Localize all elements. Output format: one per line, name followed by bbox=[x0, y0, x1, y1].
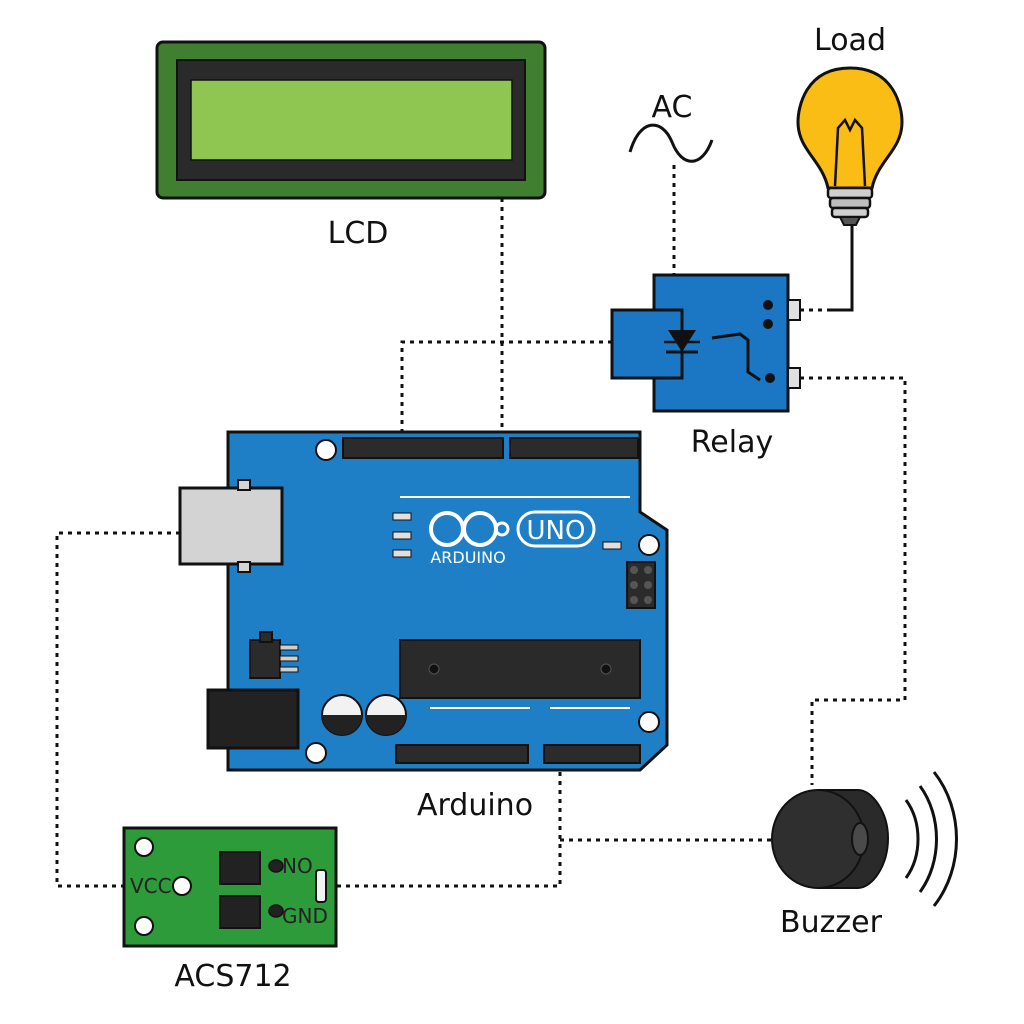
relay-pin-bottom bbox=[787, 367, 801, 389]
acs712-gnd-label: GND bbox=[282, 904, 328, 928]
acs712-label: ACS712 bbox=[174, 959, 291, 994]
uno-logo-text: UNO bbox=[527, 516, 586, 546]
arduino-label: Arduino bbox=[417, 788, 533, 823]
acs712-chip bbox=[219, 851, 261, 885]
relay-terminal-2 bbox=[763, 319, 773, 329]
digital-header-1 bbox=[342, 437, 504, 459]
arduino-board: UNO ARDUINO bbox=[178, 430, 669, 772]
analog-header bbox=[543, 744, 641, 764]
sound-waves-icon bbox=[904, 771, 958, 907]
relay-coil-block bbox=[610, 308, 684, 380]
buzzer-label: Buzzer bbox=[780, 905, 883, 940]
lcd-module bbox=[155, 40, 547, 200]
relay-label: Relay bbox=[691, 425, 773, 460]
acs712-chip bbox=[219, 895, 261, 929]
wire-relay-arduino bbox=[400, 340, 612, 440]
lcd-screen bbox=[190, 79, 513, 161]
vcc-pin bbox=[172, 876, 192, 896]
diode-icon bbox=[664, 330, 700, 354]
digital-header-2 bbox=[509, 437, 639, 459]
acs712-terminal bbox=[315, 869, 327, 903]
ac-label: AC bbox=[652, 90, 693, 125]
power-header bbox=[395, 744, 529, 764]
acs712-module bbox=[122, 826, 338, 948]
wire-usb-acs712 bbox=[55, 531, 180, 888]
mount-hole bbox=[315, 439, 337, 461]
load-label: Load bbox=[814, 23, 886, 58]
relay-terminal-3 bbox=[765, 373, 775, 383]
capacitor bbox=[321, 694, 363, 736]
buzzer-icon bbox=[771, 789, 890, 889]
wires bbox=[55, 165, 907, 888]
wire-acs712-arduino bbox=[337, 770, 562, 888]
mount-hole bbox=[638, 711, 660, 733]
relay-terminal-1 bbox=[763, 300, 773, 310]
ac-symbol bbox=[628, 123, 714, 163]
lcd-label: LCD bbox=[328, 216, 389, 251]
wire-relay-buzzer bbox=[800, 376, 907, 785]
relay-module bbox=[610, 273, 801, 413]
acs712-vcc-label: VCC bbox=[130, 874, 172, 898]
usb-port bbox=[178, 486, 284, 566]
capacitor bbox=[365, 694, 407, 736]
dc-barrel-jack bbox=[206, 688, 300, 750]
relay-pin-top bbox=[787, 299, 801, 321]
mount-hole bbox=[638, 534, 660, 556]
brand-silk: ARDUINO bbox=[430, 548, 505, 567]
arduino-logo-icon bbox=[429, 510, 596, 548]
microcontroller-chip bbox=[399, 639, 641, 699]
bulb-icon bbox=[796, 66, 904, 226]
wire-load-solid bbox=[830, 222, 854, 312]
voltage-regulator bbox=[249, 631, 299, 679]
relay-switch-icon bbox=[711, 332, 761, 382]
mount-hole bbox=[305, 742, 327, 764]
acs712-no-label: NO bbox=[282, 854, 313, 878]
icsp-header bbox=[626, 561, 656, 609]
